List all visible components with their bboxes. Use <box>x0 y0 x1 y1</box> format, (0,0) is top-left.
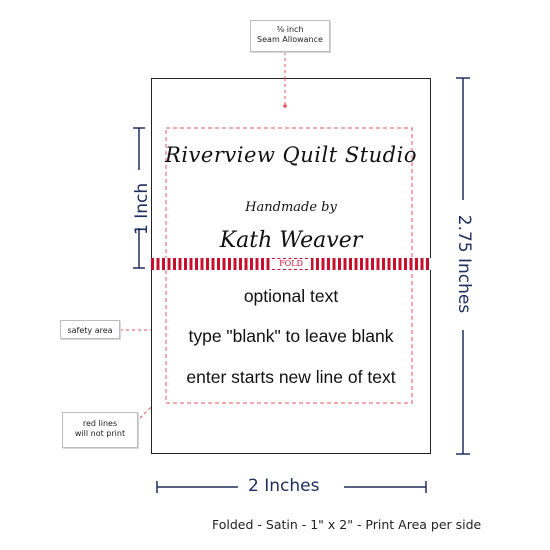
red-lines-text-1: red lines <box>82 419 118 428</box>
fold-height-label: 1 Inch <box>132 182 152 235</box>
total-height-label: 2.75 Inches <box>454 214 474 314</box>
text-line-1[interactable]: optional text <box>243 286 339 306</box>
seam-allowance-callout: ⅜ inch Seam Allowance <box>250 20 330 52</box>
handmade-by: Handmade by <box>245 200 337 215</box>
seam-fraction-line: ⅜ inch <box>251 25 329 35</box>
seam-fraction: ⅜ <box>276 25 285 34</box>
width-dimension <box>156 481 427 493</box>
red-lines-text-2: will not print <box>74 429 126 438</box>
safety-area-callout: safety area <box>60 320 120 339</box>
studio-name: Riverview Quilt Studio <box>165 143 417 167</box>
red-lines-callout: red lines will not print <box>62 412 138 448</box>
maker-name: Kath Weaver <box>219 228 363 253</box>
safety-label: safety area <box>67 326 113 335</box>
seam-label: Seam Allowance <box>257 35 323 44</box>
one-inch-dimension <box>133 127 145 269</box>
product-description: Folded - Satin - 1" x 2" - Print Area pe… <box>212 517 482 532</box>
text-line-3[interactable]: enter starts new line of text <box>186 367 396 387</box>
fold-label: FOLD <box>271 259 311 269</box>
total-height-dimension <box>456 77 470 455</box>
seam-unit: inch <box>286 25 304 34</box>
width-label: 2 Inches <box>248 476 320 496</box>
text-line-2[interactable]: type "blank" to leave blank <box>188 326 394 346</box>
